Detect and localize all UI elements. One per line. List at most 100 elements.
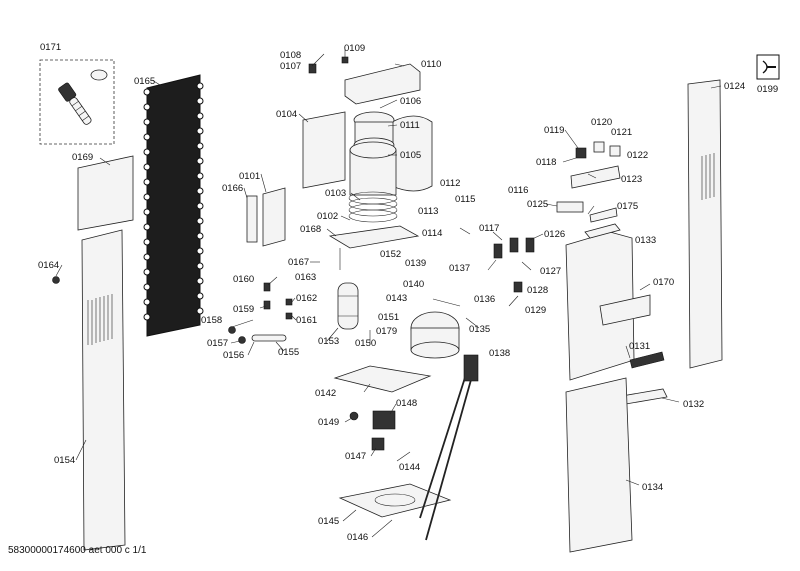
part-label-0144: 0144 bbox=[399, 462, 420, 473]
part-label-0102: 0102 bbox=[317, 211, 338, 222]
filter-kit-box bbox=[39, 59, 115, 145]
part-label-0128: 0128 bbox=[527, 285, 548, 296]
part-label-0158: 0158 bbox=[201, 315, 222, 326]
hot-water-tank bbox=[337, 282, 359, 330]
part-label-0153: 0153 bbox=[318, 336, 339, 347]
part-label-0163: 0163 bbox=[295, 272, 316, 283]
part-label-0101: 0101 bbox=[239, 171, 260, 182]
part-label-0132: 0132 bbox=[683, 399, 704, 410]
part-label-0138: 0138 bbox=[489, 348, 510, 359]
part-label-0117: 0117 bbox=[479, 223, 499, 234]
part-label-0133: 0133 bbox=[635, 235, 656, 246]
bottom-drip-base bbox=[338, 483, 452, 518]
part-label-0115: 0115 bbox=[455, 194, 475, 205]
part-label-0175: 0175 bbox=[617, 201, 638, 212]
service-icon-label: 0199 bbox=[757, 84, 778, 95]
part-label-0103: 0103 bbox=[325, 188, 346, 199]
part-label-0161: 0161 bbox=[296, 315, 317, 326]
part-label-0168: 0168 bbox=[300, 224, 321, 235]
part-labels: 0171016501690164015401080107010901100104… bbox=[38, 42, 778, 543]
part-label-0159: 0159 bbox=[233, 304, 254, 315]
part-label-0164: 0164 bbox=[38, 260, 59, 271]
drain-tubes bbox=[419, 354, 479, 541]
part-label-0162: 0162 bbox=[296, 293, 317, 304]
part-label-0143: 0143 bbox=[386, 293, 407, 304]
part-label-0105: 0105 bbox=[400, 150, 421, 161]
part-label-0165: 0165 bbox=[134, 76, 155, 87]
compressor bbox=[410, 311, 460, 359]
right-side-panel bbox=[687, 79, 723, 369]
part-label-0119: 0119 bbox=[544, 125, 564, 136]
part-label-0126: 0126 bbox=[544, 229, 565, 240]
tap-valves bbox=[493, 141, 621, 293]
screw-0164 bbox=[52, 276, 60, 284]
document-footer: 58300000174600 aet 000 c 1/1 bbox=[8, 545, 147, 556]
part-label-0118: 0118 bbox=[536, 157, 556, 168]
control-box bbox=[246, 187, 286, 247]
part-label-0106: 0106 bbox=[400, 96, 421, 107]
part-label-0112: 0112 bbox=[440, 178, 460, 189]
part-label-0149: 0149 bbox=[318, 417, 339, 428]
part-label-0131: 0131 bbox=[629, 341, 650, 352]
part-label-0122: 0122 bbox=[627, 150, 648, 161]
part-label-0136: 0136 bbox=[474, 294, 495, 305]
part-label-0108: 0108 bbox=[280, 50, 301, 61]
part-label-0123: 0123 bbox=[621, 174, 642, 185]
part-label-0110: 0110 bbox=[421, 59, 441, 70]
tank-assembly bbox=[302, 111, 433, 223]
part-label-0113: 0113 bbox=[418, 206, 438, 217]
front-panel bbox=[565, 207, 635, 381]
back-cover-plate bbox=[77, 155, 134, 231]
part-label-0160: 0160 bbox=[233, 274, 254, 285]
left-side-panel bbox=[81, 229, 126, 551]
part-label-0111: 0111 bbox=[400, 120, 420, 131]
part-label-0139: 0139 bbox=[405, 258, 426, 269]
condenser-coil bbox=[143, 74, 204, 337]
part-label-0148: 0148 bbox=[396, 398, 417, 409]
part-label-0140: 0140 bbox=[403, 279, 424, 290]
right-vent-slots bbox=[701, 153, 715, 200]
part-label-0151: 0151 bbox=[378, 312, 399, 323]
part-label-0125: 0125 bbox=[527, 199, 548, 210]
part-label-0156: 0156 bbox=[223, 350, 244, 361]
part-label-0147: 0147 bbox=[345, 451, 366, 462]
part-label-0107: 0107 bbox=[280, 61, 301, 72]
part-label-0146: 0146 bbox=[347, 532, 368, 543]
left-vent-slots bbox=[87, 294, 113, 345]
part-label-0167: 0167 bbox=[288, 257, 309, 268]
part-label-0121: 0121 bbox=[611, 127, 632, 138]
fan-motor bbox=[349, 410, 396, 451]
part-label-0157: 0157 bbox=[207, 338, 228, 349]
mounting-frame bbox=[328, 225, 420, 270]
part-label-0154: 0154 bbox=[54, 455, 75, 466]
part-label-0127: 0127 bbox=[540, 266, 561, 277]
part-label-0137: 0137 bbox=[449, 263, 470, 274]
part-label-0179: 0179 bbox=[376, 326, 397, 337]
part-label-0104: 0104 bbox=[276, 109, 297, 120]
part-label-0145: 0145 bbox=[318, 516, 339, 527]
part-label-0150: 0150 bbox=[355, 338, 376, 349]
part-label-0116: 0116 bbox=[508, 185, 528, 196]
part-label-0124: 0124 bbox=[724, 81, 745, 92]
evaporator-coil bbox=[348, 191, 398, 223]
base-tray bbox=[333, 365, 432, 393]
part-label-0152: 0152 bbox=[380, 249, 401, 260]
part-label-0109: 0109 bbox=[344, 43, 365, 54]
part-label-0170: 0170 bbox=[653, 277, 674, 288]
part-label-0129: 0129 bbox=[525, 305, 546, 316]
leader-lines bbox=[55, 49, 722, 538]
top-lid bbox=[308, 56, 421, 105]
part-label-0171: 0171 bbox=[40, 42, 61, 53]
part-label-0120: 0120 bbox=[591, 117, 612, 128]
part-label-0142: 0142 bbox=[315, 388, 336, 399]
part-label-0135: 0135 bbox=[469, 324, 490, 335]
part-label-0114: 0114 bbox=[422, 228, 442, 239]
service-wrench-icon bbox=[756, 54, 780, 80]
part-label-0155: 0155 bbox=[278, 347, 299, 358]
dispenser-head bbox=[599, 294, 651, 326]
part-label-0166: 0166 bbox=[222, 183, 243, 194]
small-parts-left bbox=[228, 282, 293, 344]
lower-door bbox=[565, 377, 633, 553]
